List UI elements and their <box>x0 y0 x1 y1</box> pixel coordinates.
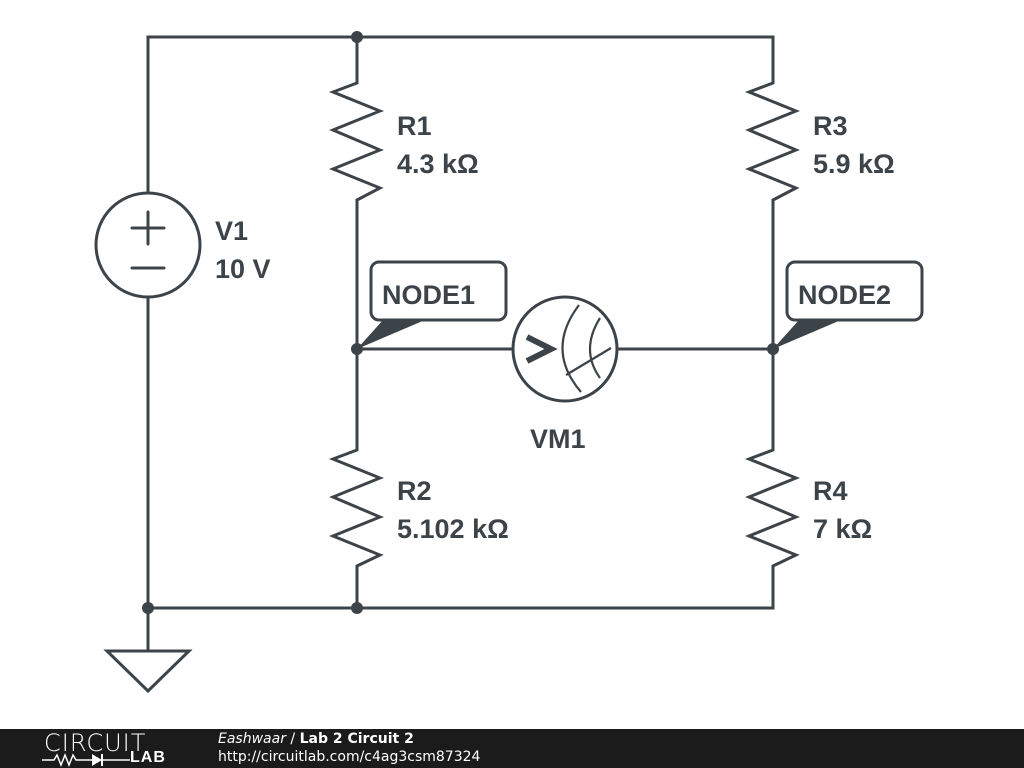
resistor-icon <box>744 448 801 568</box>
voltmeter-arc-icon <box>561 304 582 393</box>
node-label-box <box>785 260 924 322</box>
wires <box>146 35 775 653</box>
voltmeter-needle-icon <box>565 347 612 376</box>
logo-text-bottom: LAB <box>130 749 166 766</box>
separator: / <box>285 731 300 747</box>
circuitlab-logo[interactable]: CIRCUIT LAB <box>40 729 180 767</box>
wire-bottom <box>146 296 775 610</box>
voltage-source-icon <box>94 191 202 299</box>
voltmeter-chevron-icon <box>525 334 558 364</box>
node2-text: NODE2 <box>798 280 891 310</box>
r3-name: R3 <box>813 111 848 141</box>
voltmeter-icon <box>511 295 619 403</box>
resistor-icon <box>328 448 385 568</box>
circuit-url[interactable]: http://circuitlab.com/c4ag3csm87324 <box>218 749 481 765</box>
junction-dot <box>351 31 363 43</box>
node-pointer-icon <box>357 320 425 349</box>
r3-value: 5.9 kΩ <box>813 149 895 179</box>
resistor-r2[interactable]: R2 5.102 kΩ <box>328 448 509 568</box>
r1-value: 4.3 kΩ <box>397 149 479 179</box>
circuit-title[interactable]: Lab 2 Circuit 2 <box>299 731 414 747</box>
author-link[interactable]: Eashwaar <box>218 731 286 747</box>
r1-name: R1 <box>397 111 432 141</box>
r2-name: R2 <box>397 476 432 506</box>
voltage-source-v1[interactable]: V1 10 V <box>94 191 271 299</box>
circuit-meta: Eashwaar / Lab 2 Circuit 2 http://circui… <box>218 730 480 766</box>
r2-value: 5.102 kΩ <box>397 514 509 544</box>
node1-text: NODE1 <box>382 280 475 310</box>
footer-bar: CIRCUIT LAB Eashwaar / Lab 2 Circuit 2 h… <box>0 729 1024 768</box>
schematic: V1 10 V R1 4.3 kΩ R3 5.9 kΩ R2 5.102 kΩ … <box>94 31 924 694</box>
voltmeter-arc-icon <box>589 317 601 379</box>
resistor-r1[interactable]: R1 4.3 kΩ <box>328 81 479 202</box>
node-pointer-icon <box>773 320 841 349</box>
resistor-icon <box>744 81 801 202</box>
wire-top <box>146 35 775 194</box>
node-label-node2[interactable]: NODE2 <box>773 260 924 349</box>
voltmeter-vm1[interactable]: VM1 <box>511 295 619 454</box>
junction-dot <box>142 602 154 614</box>
logo-resistor-diode-icon <box>42 753 130 767</box>
node-label-box <box>369 260 508 322</box>
node-label-node1[interactable]: NODE1 <box>357 260 508 349</box>
vm1-name: VM1 <box>530 424 586 454</box>
resistor-r3[interactable]: R3 5.9 kΩ <box>744 81 895 202</box>
v1-value: 10 V <box>215 254 271 284</box>
resistor-icon <box>328 81 385 202</box>
junction-dot <box>351 602 363 614</box>
resistor-r4[interactable]: R4 7 kΩ <box>744 448 872 568</box>
ground-icon <box>103 649 193 694</box>
r4-name: R4 <box>813 476 848 506</box>
v1-name: V1 <box>215 216 248 246</box>
logo-text-top: CIRCUIT <box>44 729 147 757</box>
r4-value: 7 kΩ <box>813 514 872 544</box>
